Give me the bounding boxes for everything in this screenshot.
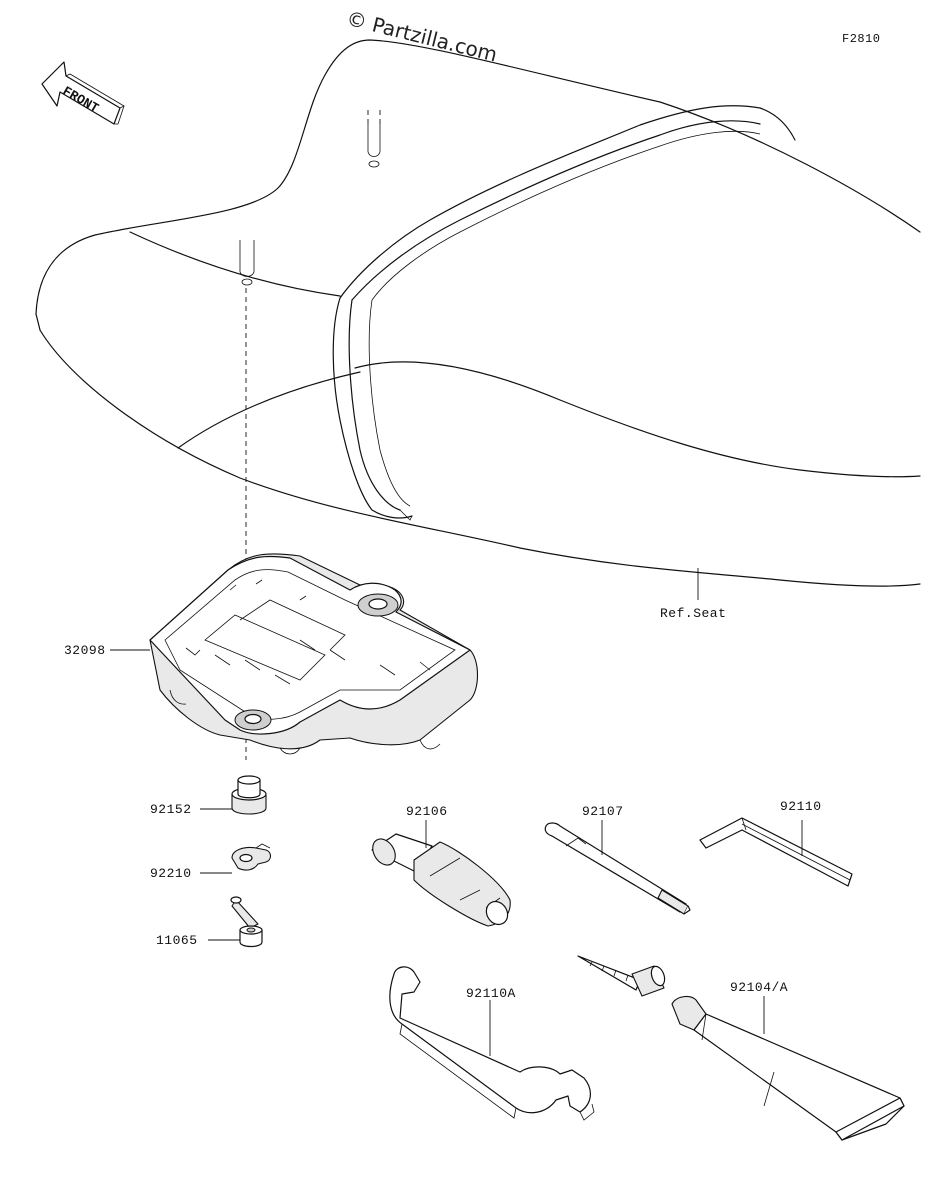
clamp-92210 [231, 843, 272, 871]
nozzle-icon [577, 955, 666, 997]
part-callout-32098[interactable]: 32098 [64, 643, 106, 658]
hex-key-92110 [699, 817, 853, 887]
reference-label-seat: Ref.Seat [660, 606, 727, 621]
seat-outline [35, 39, 921, 587]
grease-tube-92104a [671, 995, 905, 1141]
part-callout-92110a[interactable]: 92110A [466, 986, 516, 1001]
figure-code: F2810 [842, 32, 881, 46]
mounting-guide-lines [239, 110, 381, 760]
part-callout-92210[interactable]: 92210 [150, 866, 192, 881]
part-callout-92106[interactable]: 92106 [406, 804, 448, 819]
wrench-92110a [389, 966, 595, 1121]
handle-92106 [371, 833, 511, 927]
screwdriver-92107 [544, 822, 691, 915]
front-arrow-icon: FRONT [41, 61, 125, 125]
part-callout-11065[interactable]: 11065 [156, 933, 198, 948]
part-callout-92104a[interactable]: 92104/A [730, 980, 789, 995]
tool-tray-32098 [149, 553, 479, 755]
bracket-11065 [230, 896, 263, 948]
part-callout-92107[interactable]: 92107 [582, 804, 624, 819]
collar-92152 [231, 775, 267, 815]
part-callout-92110[interactable]: 92110 [780, 799, 822, 814]
part-callout-92152[interactable]: 92152 [150, 802, 192, 817]
